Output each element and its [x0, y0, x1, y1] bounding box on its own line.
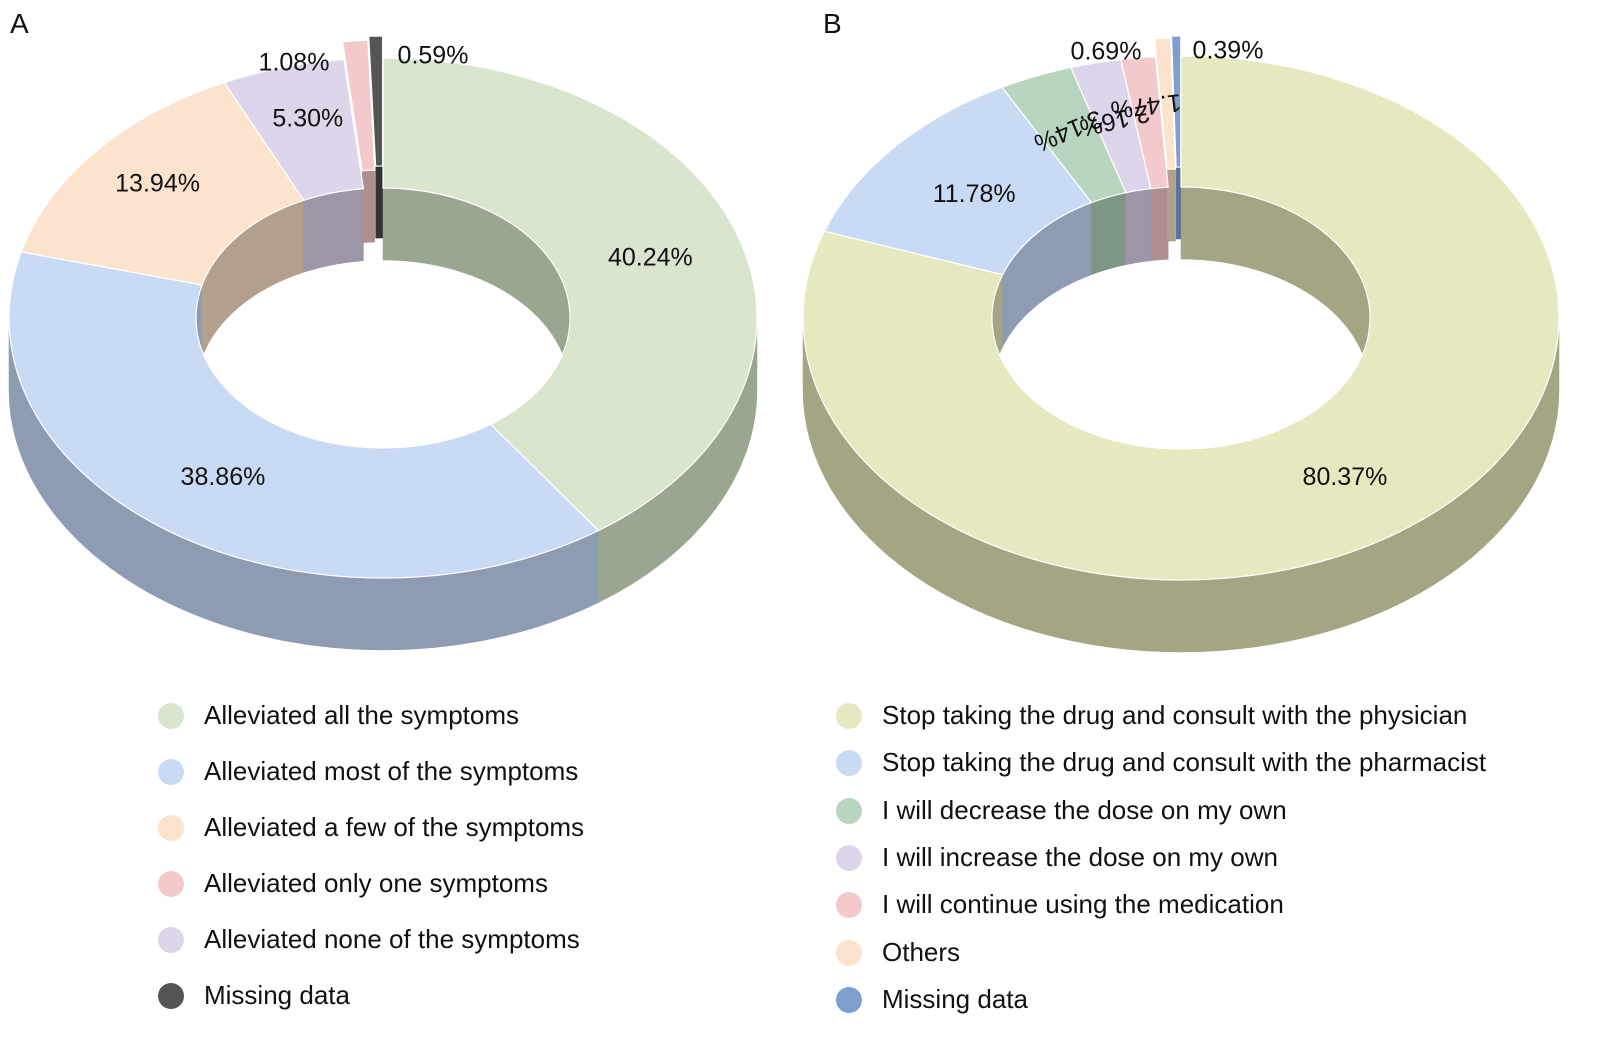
- slice-6: [1170, 35, 1182, 168]
- slice-value-label: 0.39%: [1193, 37, 1264, 65]
- legend-item: Stop taking the drug and consult with th…: [836, 700, 1556, 730]
- donut-chart-a: 40.24% 38.86% 13.94% 5.30% 1.08% 0.59%: [8, 35, 758, 651]
- slice-4: [1119, 55, 1169, 190]
- legend-swatch: [836, 844, 862, 871]
- slice-side-6: [1175, 166, 1182, 240]
- slice-value-label: 1.08%: [259, 49, 330, 77]
- slice-value-label: 0.59%: [398, 42, 469, 70]
- legend-item: Alleviated none of the symptoms: [158, 924, 878, 954]
- legend-swatch: [836, 797, 862, 824]
- panel-label-b: B: [823, 8, 842, 39]
- slice-value-label: 80.37%: [1303, 463, 1388, 491]
- slice-5: [368, 35, 384, 167]
- legend-label: Alleviated most of the symptoms: [204, 756, 579, 786]
- legend-swatch: [158, 871, 184, 897]
- legend-label: Alleviated only one symptoms: [204, 868, 548, 898]
- legend-label: Alleviated all the symptoms: [204, 700, 520, 730]
- legend-swatch: [158, 703, 184, 729]
- slice-1: [823, 86, 1093, 276]
- legend-swatch: [158, 759, 184, 785]
- legend-swatch: [158, 983, 184, 1009]
- slice-value-label: 0.69%: [1071, 38, 1142, 66]
- legend-label: I will continue using the medication: [882, 889, 1284, 920]
- legend-label: Missing data: [204, 980, 350, 1010]
- legend-swatch: [836, 750, 862, 777]
- slice-value-label: 40.24%: [608, 244, 693, 272]
- slice-value-label: 5.30%: [272, 105, 343, 133]
- legend-swatch: [158, 815, 184, 841]
- slice-side-3: [1125, 188, 1152, 266]
- legend-swatch: [158, 927, 184, 953]
- legend-label: Missing data: [882, 983, 1028, 1014]
- legend-label: Alleviated none of the symptoms: [204, 924, 580, 954]
- legend-label: I will decrease the dose on my own: [882, 794, 1287, 825]
- legend-label: I will increase the dose on my own: [882, 841, 1278, 872]
- legend-swatch: [836, 703, 862, 729]
- legend-item: Missing data: [158, 980, 878, 1010]
- legend-swatch: [836, 939, 862, 966]
- legend-label: Stop taking the drug and consult with th…: [882, 747, 1487, 778]
- slice-side-5: [1167, 168, 1176, 242]
- legend-item: Alleviated a few of the symptoms: [158, 812, 878, 842]
- slice-side-2: [1091, 192, 1127, 275]
- legend-item: Others: [836, 937, 1556, 967]
- panel-label-a: A: [10, 8, 29, 39]
- slice-side-4: [361, 169, 376, 244]
- slice-4: [341, 39, 376, 172]
- legend-label: Stop taking the drug and consult with th…: [882, 700, 1468, 730]
- slice-side-3: [303, 188, 364, 273]
- slice-5: [1153, 37, 1177, 170]
- slice-value-label: 11.78%: [933, 180, 1016, 208]
- slice-0: [382, 57, 758, 532]
- legend-item: I will continue using the medication: [836, 889, 1556, 919]
- legend-item: Missing data: [836, 984, 1556, 1014]
- donut-chart-b: 80.37%11.78%3.14%2.16%1.47%0.69%0.39%: [802, 35, 1560, 653]
- slice-value-label: 38.86%: [181, 463, 266, 491]
- slice-value-label: 13.94%: [115, 170, 200, 198]
- legend-item: Alleviated only one symptoms: [158, 868, 878, 898]
- legend-swatch: [836, 892, 862, 919]
- legend-swatch: [836, 986, 862, 1013]
- legend-item: Alleviated all the symptoms: [158, 700, 878, 730]
- legend-label: Others: [882, 936, 961, 967]
- legend-item: Stop taking the drug and consult with th…: [836, 747, 1556, 777]
- slice-2: [20, 81, 305, 286]
- legend-item: I will decrease the dose on my own: [836, 795, 1556, 825]
- slice-side-5: [375, 165, 383, 239]
- slice-0: [802, 55, 1560, 581]
- legend-item: Alleviated most of the symptoms: [158, 756, 878, 786]
- legend-label: Alleviated a few of the symptoms: [204, 812, 585, 842]
- slice-1: [8, 251, 600, 579]
- slice-3: [223, 58, 365, 201]
- slice-side-4: [1150, 187, 1169, 261]
- legend-item: I will increase the dose on my own: [836, 842, 1556, 872]
